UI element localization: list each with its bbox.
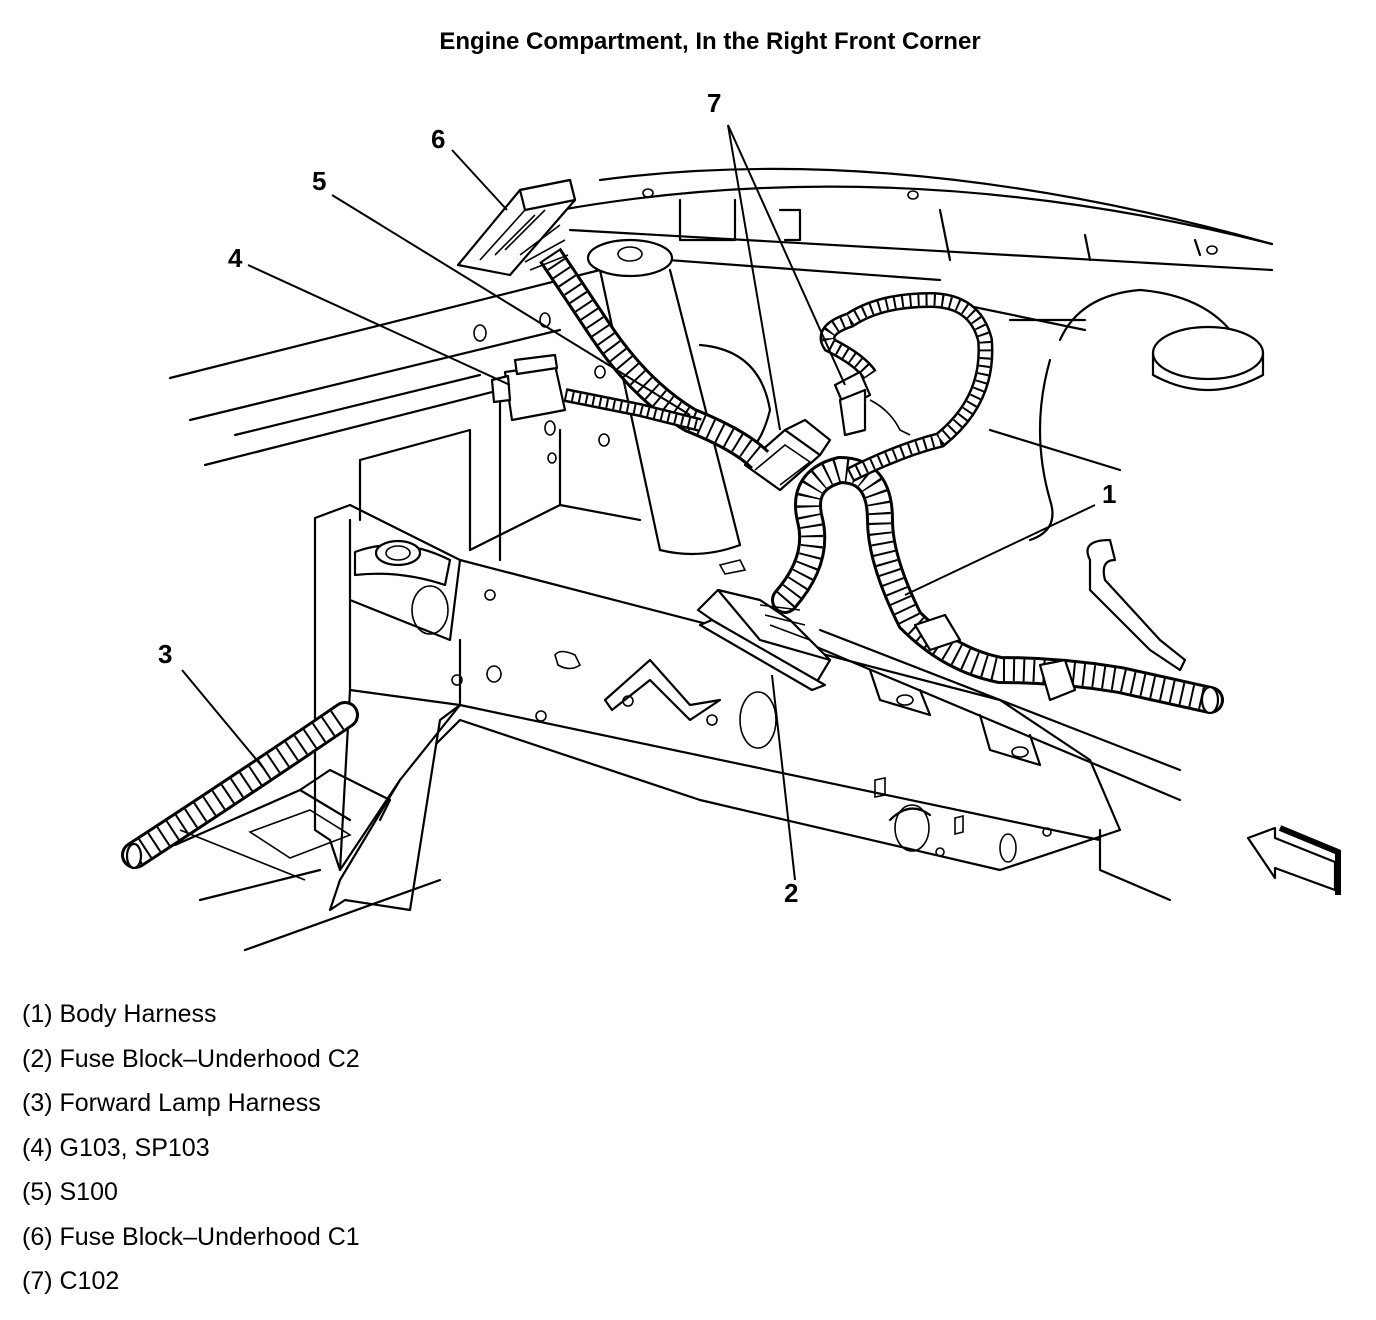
body-harness: [771, 291, 1224, 715]
s100-harness: [539, 247, 770, 470]
legend-item-5: (5) S100: [22, 1178, 118, 1206]
forward-lamp-harness: [121, 701, 359, 881]
c102-connector: [743, 418, 832, 492]
callout-4: 4: [228, 243, 243, 273]
fuse-block-c2: [696, 588, 832, 692]
callout-1: 1: [1102, 479, 1116, 509]
legend-item-6: (6) Fuse Block–Underhood C1: [22, 1222, 360, 1251]
direction-arrow-icon: [1246, 825, 1341, 895]
diagram-title: Engine Compartment, In the Right Front C…: [439, 28, 981, 55]
fuse-block-c1: [456, 178, 577, 277]
engine-compartment-diagram: 1 2 3 4 5 6 7: [121, 88, 1341, 952]
callout-6: 6: [431, 124, 445, 154]
legend: (1) Body Harness (2) Fuse Block–Underhoo…: [22, 997, 360, 1309]
callout-5: 5: [312, 166, 326, 196]
legend-item-7: (7) C102: [22, 1267, 120, 1295]
vertical-tube: [586, 238, 772, 556]
legend-item-1: (1) Body Harness: [22, 1000, 217, 1028]
leader-lines: [181, 124, 1096, 881]
legend-item-4: (4) G103, SP103: [22, 1133, 210, 1162]
strut-tower: [1028, 288, 1265, 542]
legend-item-2: (2) Fuse Block–Underhood C2: [22, 1044, 360, 1073]
g103-connector: [490, 353, 702, 432]
lower-bracket: [173, 688, 462, 952]
callout-3: 3: [158, 639, 172, 669]
callout-2: 2: [784, 878, 798, 908]
legend-item-3: (3) Forward Lamp Harness: [22, 1089, 321, 1117]
callout-7: 7: [707, 88, 721, 118]
frame-rail: [313, 312, 1187, 902]
